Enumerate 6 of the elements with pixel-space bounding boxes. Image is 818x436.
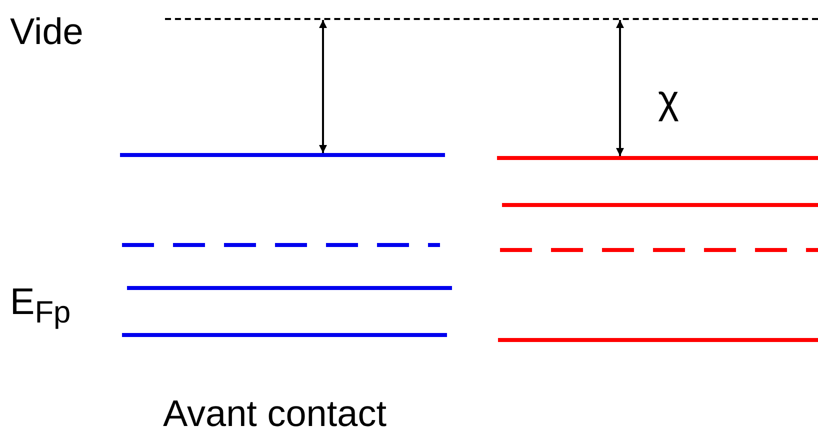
fermi-level-label: E$_{Fp}$ [10,283,71,328]
level-label: Vide [10,13,84,50]
vacuum-level-line [165,18,818,20]
double-arrow [616,20,624,156]
caption: Avant contact [163,395,387,432]
double-arrow [319,20,327,153]
